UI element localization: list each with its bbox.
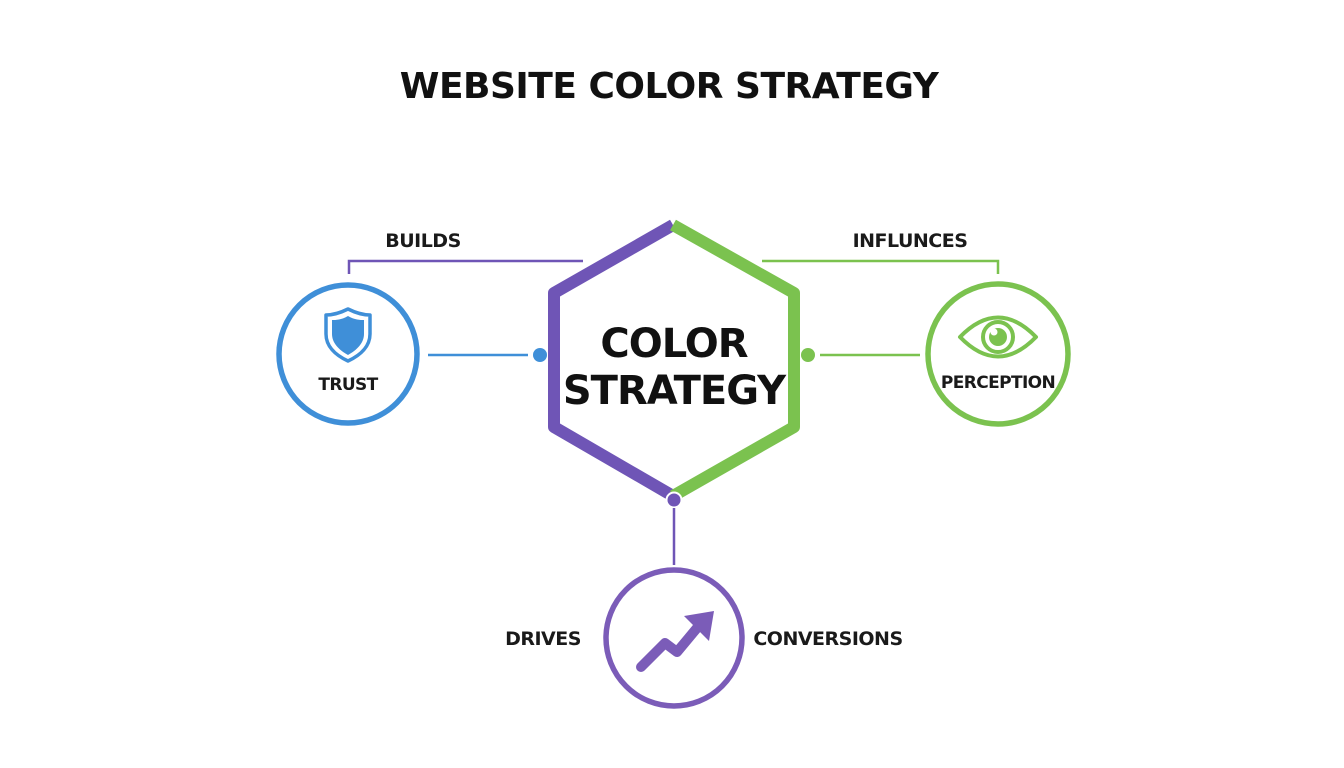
- hexagon-title-line2: STRATEGY: [563, 368, 787, 414]
- builds-label: BUILDS: [385, 230, 461, 252]
- trending-up-arrow-icon: [636, 611, 714, 672]
- hexagon-left-border: [548, 219, 677, 502]
- hexagon-title-line1: COLOR: [600, 321, 747, 367]
- eye-icon: [958, 315, 1038, 359]
- drives-label: DRIVES: [505, 628, 581, 650]
- trust-label: TRUST: [318, 375, 378, 395]
- shield-icon: [324, 307, 372, 363]
- perception-label: PERCEPTION: [941, 373, 1055, 393]
- trust-node: TRUST: [276, 282, 420, 426]
- builds-connector-line: [347, 259, 583, 274]
- conversions-connector-dot: [665, 491, 683, 509]
- page-title: WEBSITE COLOR STRATEGY: [400, 66, 940, 107]
- conversions-node: [603, 567, 745, 709]
- hexagon-right-border: [670, 219, 800, 502]
- perception-node: PERCEPTION: [925, 281, 1071, 427]
- influnces-connector-line: [762, 259, 1000, 274]
- trust-connector-dot: [533, 348, 547, 362]
- perception-connector-dot: [801, 348, 815, 362]
- influnces-label: INFLUNCES: [853, 230, 968, 252]
- conversions-label: CONVERSIONS: [753, 628, 902, 650]
- color-strategy-hexagon: [548, 219, 800, 502]
